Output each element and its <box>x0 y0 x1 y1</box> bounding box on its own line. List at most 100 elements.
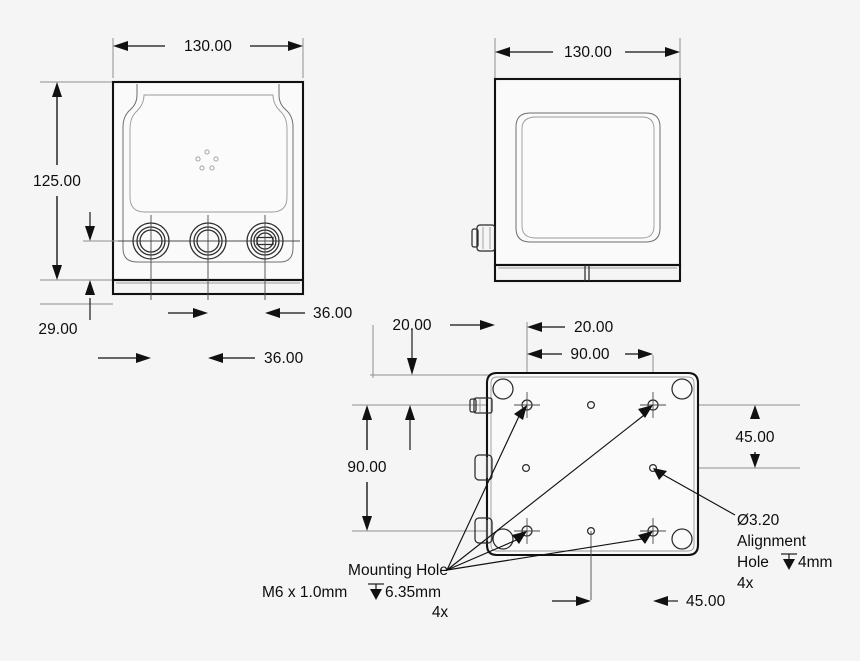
arrow-up <box>85 280 95 295</box>
rear-view: 20.00 20.00 90.00 90.00 <box>347 317 800 610</box>
dim-rear-hole-span-y-label: 90.00 <box>347 459 387 476</box>
arrow-right <box>665 47 680 57</box>
depth-arrow-icon-mounting <box>368 583 384 600</box>
front-view: 130.00 125.00 29.00 36.00 <box>33 38 353 367</box>
leader-to-hole-tr <box>446 411 649 571</box>
dim-front-width-label: 130.00 <box>184 38 232 55</box>
side-base-strip <box>493 263 682 283</box>
dim-front-pitch-upper-label: 36.00 <box>313 305 353 322</box>
dim-front-height-label: 125.00 <box>33 173 81 190</box>
dimension-rear-hole-span-y: 90.00 <box>347 405 415 531</box>
front-sensor-dot-bottom-left <box>199 165 205 171</box>
arrow-left <box>653 596 668 606</box>
arrow-left <box>527 349 542 359</box>
side-recessed-panel-inner <box>521 116 655 239</box>
dim-front-connector-offset-label: 29.00 <box>38 321 78 338</box>
front-sensor-dot-right <box>213 156 219 162</box>
alignment-hole-note-depth-value: 4mm <box>798 554 832 571</box>
dim-rear-align-offset-right-label: 45.00 <box>735 429 775 446</box>
front-connector-3 <box>246 215 284 300</box>
rear-alignment-hole-left <box>521 463 531 473</box>
dimension-rear-left-offset: 20.00 <box>392 317 495 375</box>
dim-rear-left-offset-label: 20.00 <box>392 317 432 334</box>
side-connector-nub <box>471 224 496 252</box>
arrow-left <box>208 353 223 363</box>
mounting-hole-note-depth-value: 6.35mm <box>385 584 441 601</box>
mounting-hole-note-line1: Mounting Hole <box>348 562 448 579</box>
arrow-right <box>576 596 591 606</box>
leader-to-hole-br <box>446 537 649 571</box>
rear-plate-inner-edge <box>490 376 695 552</box>
rear-alignment-hole-top <box>586 400 596 410</box>
dimension-rear-top-offset: 20.00 <box>527 319 614 336</box>
dim-rear-top-offset-label: 20.00 <box>574 319 614 336</box>
mounting-hole-note-line2-prefix: M6 x 1.0mm <box>262 584 347 601</box>
alignment-hole-note-qty: 4x <box>737 575 754 592</box>
arrow-right <box>480 320 495 330</box>
dim-rear-hole-span-x-label: 90.00 <box>570 346 610 363</box>
rear-corner-circle-bl <box>492 528 514 550</box>
arrow-right <box>193 308 208 318</box>
rear-alignment-hole-right <box>648 463 658 473</box>
dim-rear-align-offset-bottom-label: 45.00 <box>686 593 726 610</box>
arrow-right <box>136 353 151 363</box>
dimension-front-connector-offset: 29.00 <box>38 212 118 338</box>
arrow-top <box>362 405 372 420</box>
dimension-rear-align-offset-bottom: 45.00 <box>552 593 726 610</box>
dimension-front-pitch-upper: 36.00 <box>168 305 353 322</box>
dim-side-width-label: 130.00 <box>564 44 612 61</box>
leader-arrow-tr <box>638 405 653 418</box>
arrow-bottom <box>362 516 372 531</box>
dimension-front-height: 125.00 <box>33 82 81 280</box>
front-sensor-dot-bottom-right <box>209 165 215 171</box>
depth-arrow-icon-alignment <box>781 553 797 570</box>
rear-corner-circle-tl <box>492 378 514 400</box>
dimension-rear-align-offset-right: 45.00 <box>735 405 775 468</box>
front-sensor-dot-left <box>195 156 201 162</box>
side-recessed-panel <box>515 112 661 243</box>
front-connector-1 <box>132 215 170 300</box>
rear-connector-middle <box>474 454 493 481</box>
front-connector-2 <box>189 215 227 300</box>
dimension-rear-hole-span-x: 90.00 <box>527 346 653 363</box>
dimension-front-pitch-lower: 36.00 <box>98 350 304 367</box>
arrow-left <box>495 47 510 57</box>
arrow-down <box>407 358 417 375</box>
dimension-front-width: 130.00 <box>113 38 303 55</box>
rear-connector-top <box>469 397 493 414</box>
alignment-hole-note-line2: Alignment <box>737 533 807 550</box>
arrow-down <box>85 226 95 241</box>
leader-arrow-bl <box>512 531 527 544</box>
alignment-hole-note-diameter: Ø3.20 <box>737 512 780 529</box>
rear-plate-outline <box>485 371 700 557</box>
alignment-hole-note: Ø3.20 Alignment Hole 4mm 4x <box>737 512 832 592</box>
front-sensor-dot-top <box>204 149 210 155</box>
arrow-bottom <box>750 454 760 468</box>
arrow-top <box>52 82 62 97</box>
alignment-hole-leader <box>653 468 736 516</box>
leader-arrow-alignment <box>653 468 667 480</box>
dimension-side-width: 130.00 <box>495 44 680 61</box>
leader-to-hole-bl <box>446 537 522 571</box>
rear-corner-circle-tr <box>671 378 693 400</box>
leader-to-alignment-hole <box>661 473 736 516</box>
rear-inner-ref-arrow <box>405 405 415 420</box>
leader-arrow-tl <box>514 405 527 420</box>
arrow-right <box>288 41 303 51</box>
alignment-hole-note-line3-prefix: Hole <box>737 554 769 571</box>
side-view: 130.00 <box>471 38 682 283</box>
leader-to-hole-tl <box>446 411 522 571</box>
arrow-top <box>750 405 760 419</box>
arrow-left <box>113 41 128 51</box>
leader-arrow-br <box>638 531 653 544</box>
arrow-bottom <box>52 265 62 280</box>
front-bezel-outer <box>122 84 294 263</box>
mounting-hole-leaders <box>446 405 653 571</box>
dim-front-pitch-lower-label: 36.00 <box>264 350 304 367</box>
arrow-right <box>638 349 653 359</box>
mounting-hole-note-qty: 4x <box>432 604 449 621</box>
rear-corner-circle-br <box>671 528 693 550</box>
arrow-left <box>265 308 280 318</box>
